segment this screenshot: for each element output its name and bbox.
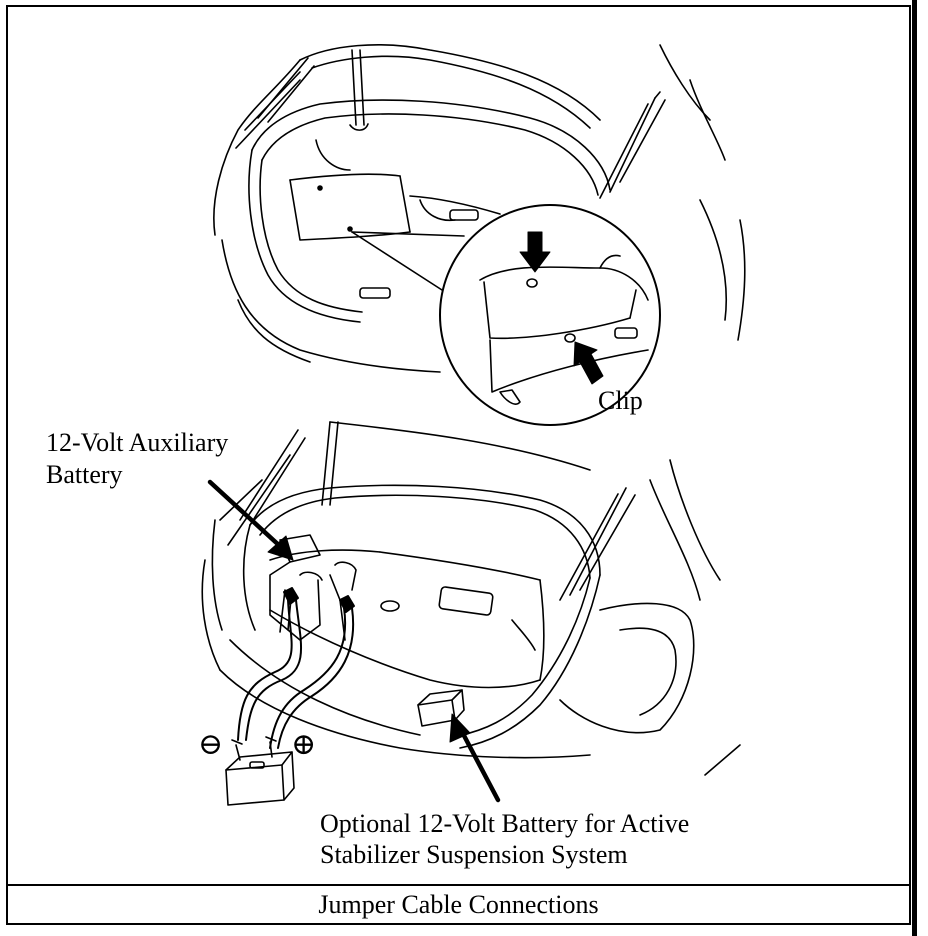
top-trunk-drawing bbox=[213, 44, 746, 373]
optional-battery-label-line1: Optional 12-Volt Battery for Active bbox=[320, 809, 690, 838]
negative-terminal-symbol: ⊖ bbox=[198, 728, 224, 761]
aux-battery-label-line1: 12-Volt Auxiliary bbox=[46, 428, 229, 457]
bottom-trunk-drawing bbox=[201, 421, 741, 776]
page-edge-rule bbox=[912, 0, 917, 936]
booster-battery bbox=[225, 736, 295, 806]
clip-arrows bbox=[519, 231, 604, 385]
figure-caption: Jumper Cable Connections bbox=[318, 889, 599, 919]
jumper-cables bbox=[237, 587, 355, 749]
figure-frame bbox=[6, 5, 911, 925]
optional-battery-label-line2: Stabilizer Suspension System bbox=[320, 840, 628, 869]
aux-battery-label-line2: Battery bbox=[46, 460, 123, 489]
optional-battery-arrow bbox=[449, 713, 501, 803]
positive-terminal-symbol: ⊕ bbox=[291, 728, 317, 761]
magnified-detail bbox=[439, 204, 661, 426]
caption-divider bbox=[6, 884, 911, 886]
clip-label: Clip bbox=[598, 386, 643, 415]
aux-battery-arrow bbox=[207, 479, 294, 561]
